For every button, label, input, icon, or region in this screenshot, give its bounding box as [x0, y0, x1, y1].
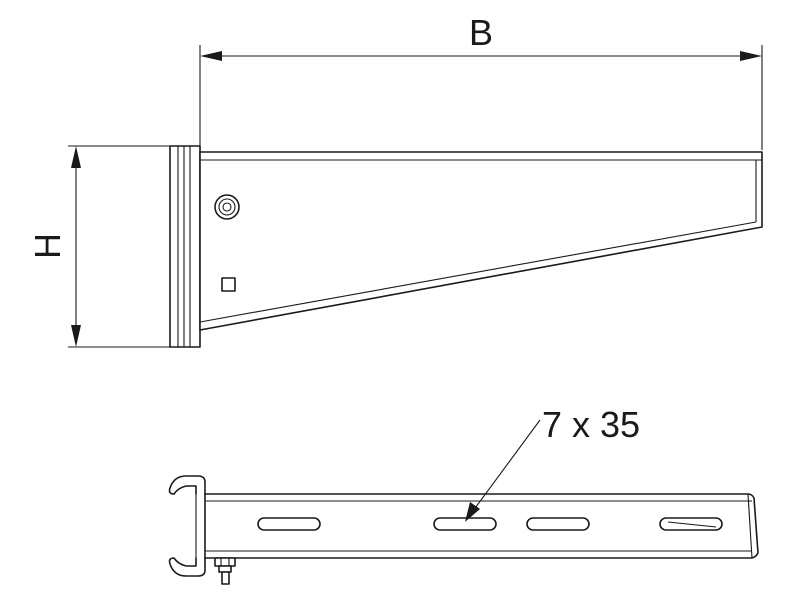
slot-4-inner — [667, 521, 717, 528]
slot-size-leader — [469, 419, 541, 516]
dimension-h-arrow-bottom — [71, 325, 81, 347]
wall-clip-top — [168, 475, 206, 495]
slot-size-leader-arrow — [465, 502, 480, 522]
nut-icon — [214, 557, 236, 585]
dimension-b-arrow-right — [740, 51, 762, 61]
dimension-b-label: B — [469, 12, 493, 53]
bracket-side-view — [169, 145, 763, 348]
arm-bottom-flange — [199, 221, 757, 323]
slot-1 — [257, 517, 321, 531]
slot-size-label: 7 x 35 — [542, 404, 640, 445]
dimension-h-arrow-top — [71, 146, 81, 168]
square-hole — [221, 277, 236, 292]
slot-2 — [433, 517, 497, 531]
bolt-icon — [214, 194, 240, 220]
arm-tip-fold — [747, 493, 753, 559]
wall-clip-bottom — [168, 557, 206, 577]
bracket-top-view: 7 x 35 — [168, 404, 759, 585]
slot-3 — [526, 517, 590, 531]
dimension-h: H — [27, 145, 170, 348]
tapered-arm — [199, 151, 763, 331]
dimension-b: B — [199, 12, 763, 150]
dimension-h-label: H — [27, 233, 68, 259]
wall-plate — [169, 145, 201, 348]
dimension-b-arrow-left — [200, 51, 222, 61]
